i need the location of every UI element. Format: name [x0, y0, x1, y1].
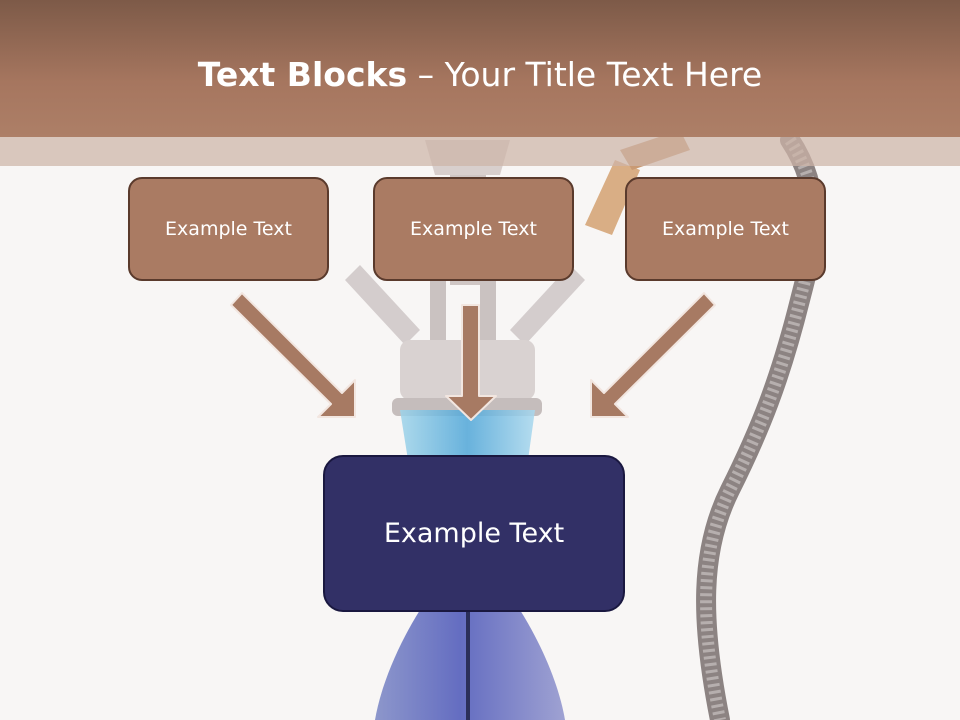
title-underlay-strip	[0, 137, 960, 166]
text-block-left-label: Example Text	[165, 218, 292, 240]
text-block-main: Example Text	[323, 455, 625, 612]
arrow-left	[230, 292, 356, 418]
text-block-center: Example Text	[373, 177, 574, 281]
title-rest: Your Title Text Here	[444, 55, 763, 94]
text-block-left: Example Text	[128, 177, 329, 281]
arrow-center	[445, 304, 497, 421]
title-bar	[0, 0, 960, 137]
text-block-main-label: Example Text	[383, 518, 565, 549]
title-bold: Text Blocks	[197, 55, 408, 94]
title-dash: –	[407, 55, 445, 94]
slide-title: Text Blocks – Your Title Text Here	[0, 52, 960, 98]
text-block-right: Example Text	[625, 177, 826, 281]
arrow-right	[590, 292, 716, 418]
text-block-center-label: Example Text	[410, 218, 537, 240]
text-block-right-label: Example Text	[662, 218, 789, 240]
